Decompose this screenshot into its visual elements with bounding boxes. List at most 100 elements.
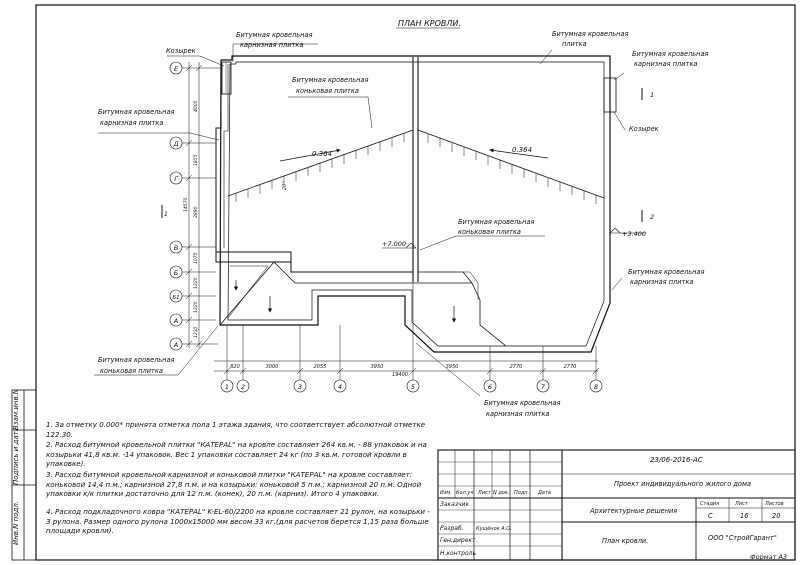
callout-eaves-bottom-2: карнизная плитка [486, 410, 549, 418]
callout-ridge-bottom-left-2: коньковая плитка [100, 367, 163, 375]
drawing-title: ПЛАН КРОВЛИ. [398, 19, 461, 28]
row-axis-b1: Б1 [172, 295, 179, 301]
tb-role-customer: Заказчик [440, 501, 470, 508]
section-marks [161, 88, 643, 222]
tb-rev-h-3: N док. [493, 490, 510, 496]
section-mark-top-right: 1 [650, 91, 654, 99]
col-axis-1: 1 [225, 383, 229, 391]
tb-role-director: Ген.директ. [440, 537, 478, 544]
callout-kozyrek-left: Козырек [166, 47, 196, 55]
roof-outline [215, 55, 611, 353]
row-axes [169, 61, 222, 351]
hdim-total: 19400 [392, 372, 408, 378]
column-axes [220, 379, 603, 393]
section-mark-bottom-right: 2 [650, 213, 654, 221]
row-axis-e: Е [174, 65, 179, 73]
note-3: 3. Расход битумной кровельной карнизной … [46, 470, 422, 499]
callout-eaves-top-right-1: Битумная кровельная [632, 50, 709, 58]
tb-role-control: Н.контроль [440, 550, 476, 557]
tb-sheet: 16 [740, 512, 749, 520]
tb-rev-h-0: Изм. [440, 490, 452, 496]
tb-sheet-header: Лист [735, 501, 748, 507]
callout-eaves-top-right-2: карнизная плитка [634, 60, 697, 68]
tb-developer-name: Кущёнок А.О. [476, 526, 512, 532]
row-axis-v: В [174, 244, 179, 252]
row-axis-labels: Е Д Г В Б Б1 А А [172, 65, 179, 349]
hdim-6: 2770 [510, 364, 523, 370]
tb-doc-code: 23/06-2016-АС [650, 456, 703, 464]
hdim-1: 820 [230, 364, 240, 370]
callout-top-right-2: плитка [562, 40, 587, 48]
title-block-grid [437, 449, 796, 561]
vertical-dimension-labels: 4005 1855 2890 1075 1220 1220 1235 14570 [183, 100, 199, 338]
tb-rev-h-2: Лист [478, 490, 491, 496]
hip-hatch-right [427, 134, 597, 204]
callout-eaves-right-2: карнизная плитка [630, 278, 693, 286]
tb-rev-h-4: Подп. [514, 490, 530, 496]
tb-sheets-header: Листов [765, 501, 784, 507]
slope-left-label: 0.364 [312, 150, 332, 158]
column-axis-labels: 1 2 3 4 5 6 7 8 [225, 383, 598, 391]
tb-format: Формат А3 [750, 553, 788, 561]
side-stamp-replace: Взам.инв.N [12, 390, 20, 430]
hip-lines [227, 129, 605, 199]
tb-role-developer: Разраб. [440, 525, 464, 532]
col-axis-4: 4 [338, 383, 342, 391]
central-ridge [412, 57, 419, 282]
canopy-left [221, 61, 232, 95]
callout-ridge-bottom-left-1: Битумная кровельная [98, 356, 175, 364]
slope-arrows [233, 148, 549, 323]
horizontal-dimension-lines [214, 282, 600, 380]
callout-ridge-upper-2: коньковая плитка [296, 87, 359, 95]
callout-ridge-middle-2: коньковая плитка [458, 228, 521, 236]
vdim-3: 2890 [193, 206, 199, 218]
tb-company: ООО "СтройГарант" [708, 534, 777, 542]
tb-section-name: Архитектурные решения [590, 507, 678, 515]
lower-wing [215, 252, 507, 347]
section-mark-left: 1 [164, 211, 168, 218]
elevation-markers [382, 227, 645, 249]
leader-lines [94, 43, 626, 397]
callout-ridge-upper-1: Битумная кровельная [292, 76, 369, 84]
sheet-frame [35, 4, 796, 561]
side-stamp-frame [11, 389, 37, 561]
note-4: 4. Расход подкладочного ковра "КАТЕРАL" … [46, 507, 430, 536]
hdim-4: 3950 [371, 364, 384, 370]
callout-labels: Козырек Битумная кровельная карнизная пл… [98, 30, 709, 418]
callout-eaves-right-1: Битумная кровельная [628, 268, 705, 276]
callout-eaves-left-1: Битумная кровельная [98, 108, 175, 116]
hdim-2: 3000 [266, 364, 279, 370]
row-axis-a: А [173, 341, 178, 349]
callout-top-right-1: Битумная кровельная [552, 30, 629, 38]
tb-project: Проект индивидуального жилого дома [614, 480, 751, 488]
tb-rev-h-5: Дата [538, 490, 551, 496]
tb-rev-h-1: Кол.уч. [456, 490, 475, 496]
col-axis-6: 6 [488, 383, 492, 391]
elevation-center: +7.000 [382, 240, 406, 248]
angle-label: 20° [282, 181, 288, 190]
vdim-6: 1220 [193, 301, 199, 313]
col-axis-5: 5 [411, 383, 415, 391]
slope-right-label: 0.364 [512, 146, 532, 154]
vdim-2: 1855 [193, 154, 199, 166]
row-axis-g: Г [174, 175, 179, 183]
elevation-right: +3.400 [622, 230, 646, 238]
row-axis-b: Б [174, 269, 179, 277]
callout-eaves-left-2: карнизная плитка [100, 119, 163, 127]
tb-sheets: 20 [772, 512, 781, 520]
row-axis-a-upper: А [173, 317, 178, 325]
col-axis-8: 8 [594, 383, 598, 391]
col-axis-2: 2 [241, 383, 245, 391]
tb-drawing-name: План кровли. [602, 537, 649, 545]
callout-eaves-top-left-1: Битумная кровельная [236, 31, 313, 39]
note-1: 1. За отметку 0.000* принята отметка пол… [46, 420, 426, 439]
col-axis-3: 3 [298, 383, 302, 391]
callout-ridge-middle-1: Битумная кровельная [458, 218, 535, 226]
side-stamp-sign: Подпись и дата [12, 430, 20, 485]
vdim-7: 1235 [193, 326, 199, 338]
hdim-7: 2770 [564, 364, 577, 370]
horizontal-dimension-labels: 820 3000 2055 3950 3950 2770 2770 19400 [230, 364, 576, 378]
hip-hatch-left [235, 133, 405, 202]
callout-eaves-bottom-1: Битумная кровельная [484, 399, 561, 407]
